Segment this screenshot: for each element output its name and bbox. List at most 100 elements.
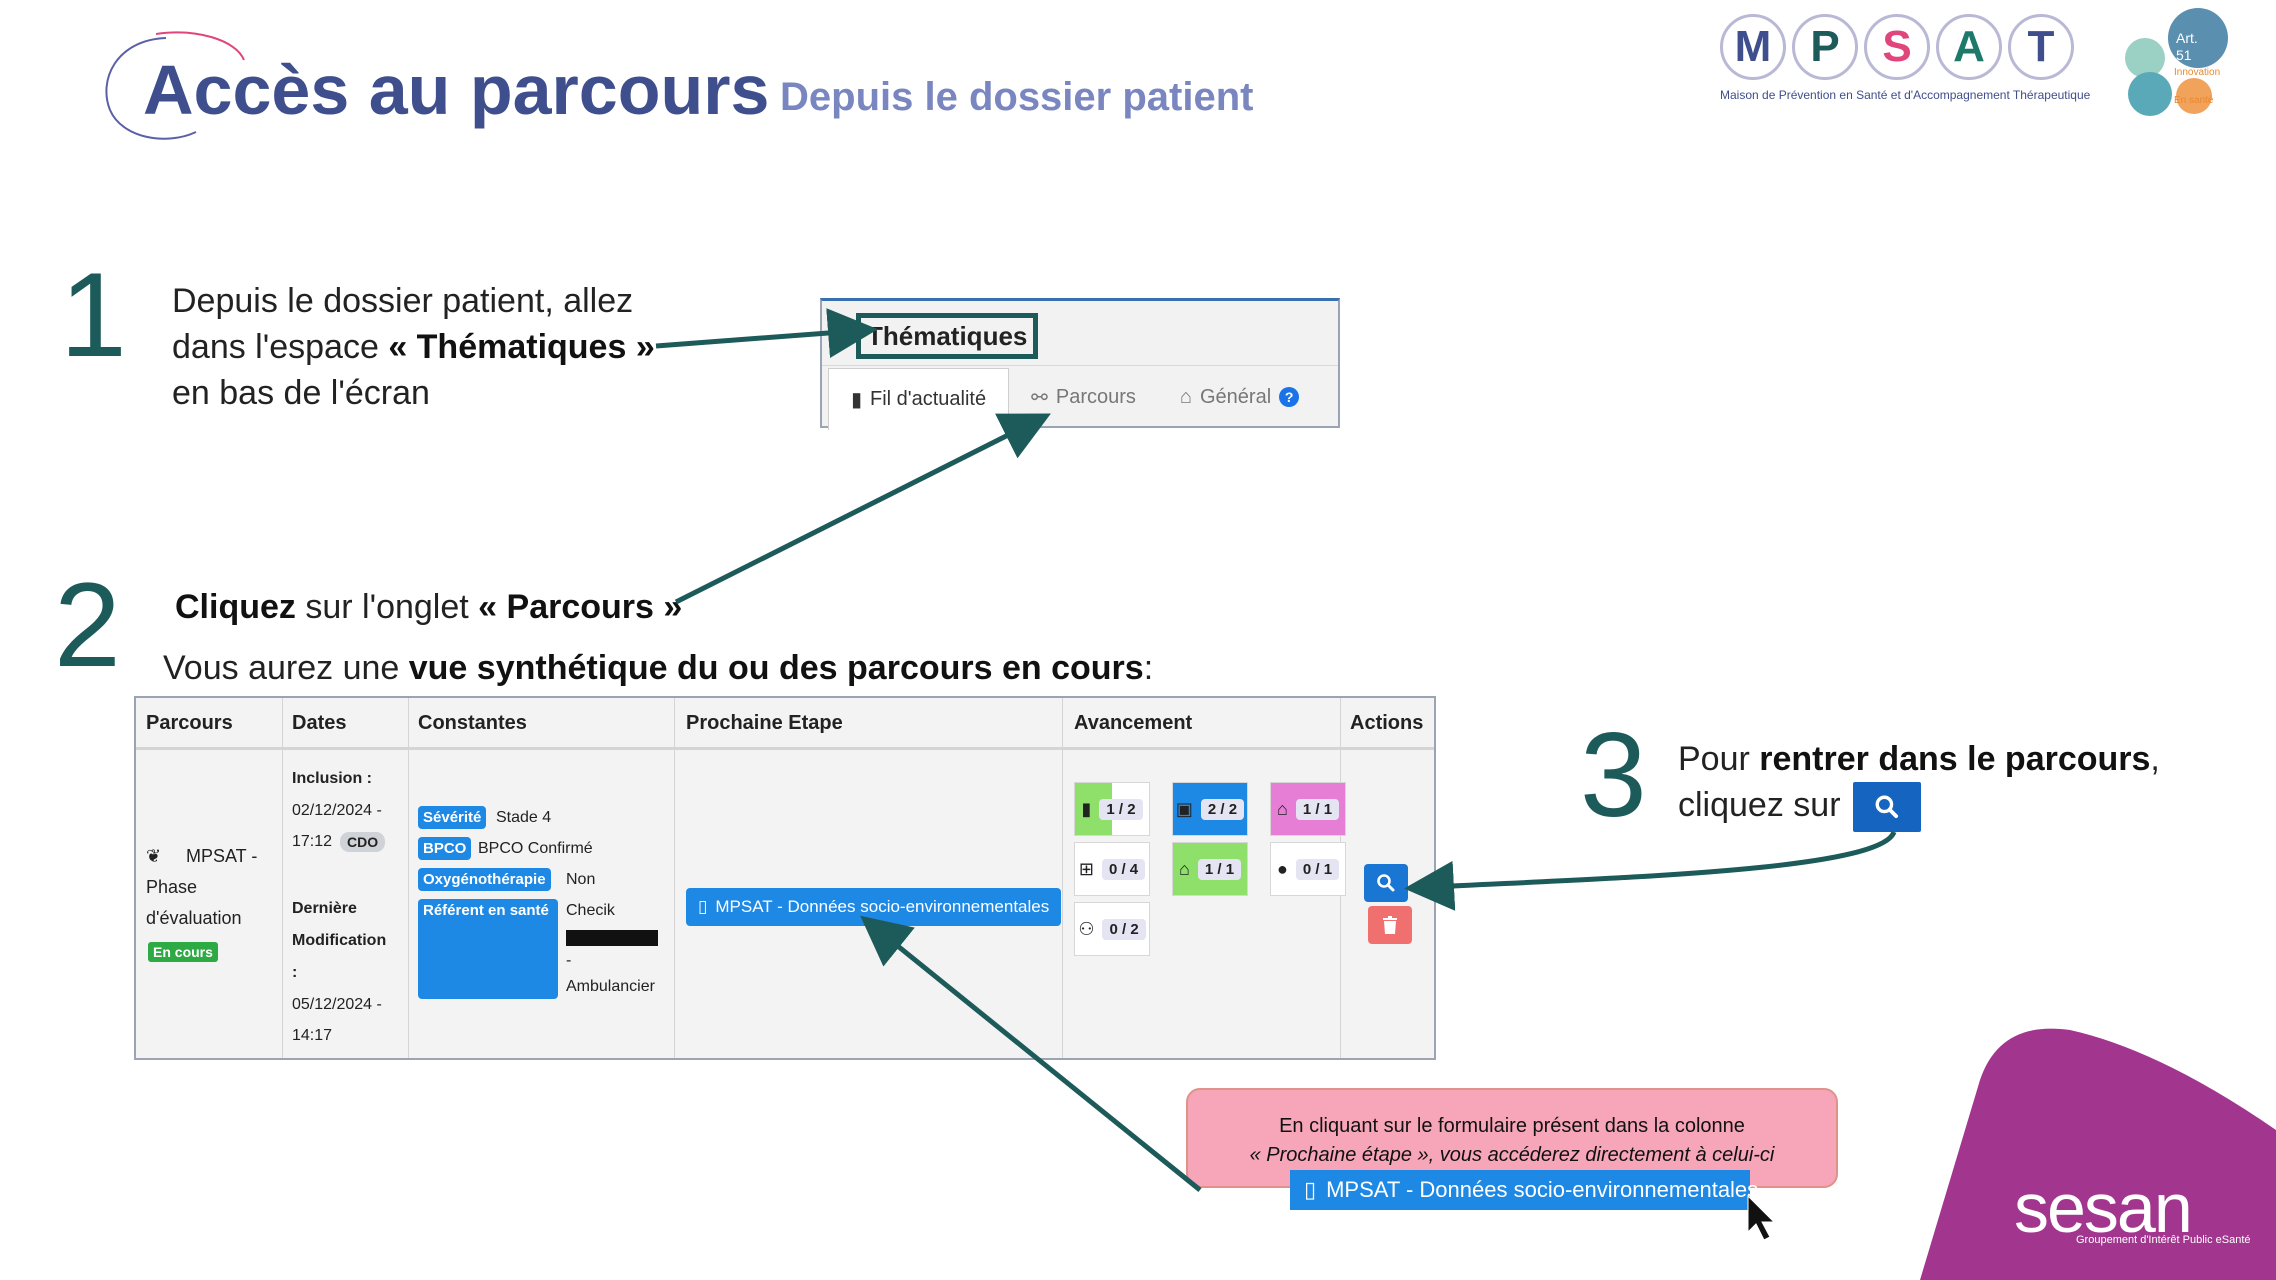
search-button-example[interactable] (1853, 782, 1921, 832)
value-oxygenotherapie: Non (566, 871, 596, 888)
inclusion-date: 02/12/2024 - (292, 802, 382, 819)
tab-parcours[interactable]: ⚯ Parcours (1031, 385, 1136, 409)
inclusion-time: 17:12 (292, 833, 333, 850)
arrow-to-search-button (1404, 830, 1897, 911)
art51-line1: Art. (2176, 30, 2198, 46)
clipboard-icon: ▣ (1175, 798, 1193, 819)
avancement-item[interactable]: ⚇ 0 / 2 (1074, 902, 1150, 956)
modif-label-2: Modification (292, 932, 387, 949)
art51-line2: 51 (2176, 47, 2192, 63)
tab-fil-actualite[interactable]: ▮ Fil d'actualité (828, 368, 1010, 430)
inclusion-label: Inclusion : (292, 770, 372, 787)
step-3-text: Pour rentrer dans le parcours, cliquez s… (1678, 740, 2160, 824)
book-icon: ▮ (851, 389, 863, 411)
open-parcours-button[interactable] (1364, 864, 1408, 902)
help-icon[interactable]: ? (1279, 387, 1300, 407)
avancement-count: 0 / 4 (1101, 858, 1146, 880)
parcours-name-line2: Phase (146, 877, 198, 897)
note-form-button[interactable]: ▯ MPSAT - Données socio-environnementale… (1290, 1170, 1758, 1210)
art51-line3: Innovation (2174, 67, 2221, 78)
value-bpco: BPCO Confirmé (478, 840, 593, 857)
sesan-logo-text: sesan (2014, 1169, 2193, 1247)
step-3-number: 3 (1580, 708, 1647, 842)
th-parcours: Parcours (146, 712, 233, 734)
tag-oxygenotherapie: Oxygénothérapie (418, 868, 551, 891)
value-referent-role: Ambulancier (566, 978, 655, 995)
note-line-2: « Prochaine étape », vous accéderez dire… (1249, 1144, 1775, 1166)
step-2-text: Cliquez sur l'onglet « Parcours » (175, 588, 683, 626)
step-2-subtext: Vous aurez une vue synthétique du ou des… (163, 649, 1154, 687)
th-dates: Dates (292, 712, 347, 734)
avancement-item[interactable]: ▮ 1 / 2 (1074, 782, 1150, 836)
avancement-count: 1 / 1 (1295, 798, 1340, 820)
trash-icon (1383, 916, 1397, 934)
th-prochaine-etape: Prochaine Etape (686, 712, 843, 734)
house-icon: ⌂ (1178, 858, 1190, 879)
th-actions: Actions (1350, 712, 1424, 734)
title-swirl-decoration (105, 31, 245, 140)
medkit-icon: ⊞ (1078, 858, 1094, 879)
art51-logo: Art.51 Innovation En santé (2120, 6, 2250, 121)
thematiques-panel: ⚲ Thématiques ▮ Fil d'actualité ⚯ Parcou… (820, 298, 1340, 430)
mpsat-logo-letter: T (2008, 14, 2074, 80)
page-title: Accès au parcours (143, 51, 770, 129)
status-badge: En cours (148, 942, 218, 962)
redacted-block (566, 930, 658, 946)
sesan-logo-caption: Groupement d'Intérêt Public eSanté (2076, 1234, 2251, 1246)
value-referent-name: Checik (566, 902, 615, 919)
tag-bpco: BPCO (418, 837, 472, 860)
avancement-count: 0 / 1 (1295, 858, 1340, 880)
parcours-name-line1: MPSAT - (186, 846, 258, 866)
note-line-1: En cliquant sur le formulaire présent da… (1279, 1115, 1745, 1137)
book-icon: ▮ (1081, 798, 1092, 819)
modif-time: 14:17 (292, 1027, 333, 1044)
page-subtitle: Depuis le dossier patient (780, 75, 1254, 119)
sesan-corner-shape (1920, 1028, 2276, 1280)
step-1-number: 1 (60, 248, 127, 382)
parcours-table: Parcours Dates Constantes Prochaine Etap… (134, 696, 1436, 1060)
tab-general[interactable]: ⌂ Général ? (1158, 366, 1321, 428)
modif-label-3: : (292, 964, 298, 981)
value-severite: Stade 4 (496, 809, 552, 826)
table-header-row (136, 698, 1434, 750)
tag-referent-sante: Référent en santé (418, 899, 558, 999)
document-icon: ▯ (1304, 1177, 1317, 1202)
avancement-count: 2 / 2 (1200, 798, 1245, 820)
avancement-item[interactable]: ⊞ 0 / 4 (1074, 842, 1150, 896)
thematiques-heading[interactable]: Thématiques (856, 313, 1039, 359)
avancement-item[interactable]: ⌂ 1 / 1 (1270, 782, 1346, 836)
thematiques-tabs: ▮ Fil d'actualité ⚯ Parcours ⌂ Général ? (822, 365, 1338, 430)
art51-line4: En santé (2174, 95, 2214, 106)
document-icon: ▯ (698, 897, 708, 916)
avancement-count: 1 / 1 (1197, 858, 1242, 880)
search-icon (1875, 795, 1899, 819)
avancement-item[interactable]: ⌂ 1 / 1 (1172, 842, 1248, 896)
avancement-count: 0 / 2 (1102, 918, 1146, 940)
value-referent-sep: - (566, 952, 572, 969)
avancement-item[interactable]: ▣ 2 / 2 (1172, 782, 1248, 836)
avancement-item[interactable]: ●0 / 1 (1270, 842, 1346, 896)
delete-parcours-button[interactable] (1368, 906, 1412, 944)
mpsat-logo-letter: P (1792, 14, 1858, 80)
th-avancement: Avancement (1074, 712, 1193, 734)
modif-label-1: Dernière (292, 900, 357, 917)
home-icon: ⌂ (1179, 385, 1192, 408)
mouse-cursor-icon (1747, 1194, 1776, 1241)
th-constantes: Constantes (418, 712, 527, 734)
mpsat-logo-letter: S (1864, 14, 1930, 80)
mpsat-logo-letter: A (1936, 14, 2002, 80)
mpsat-logo-letter: M (1720, 14, 1786, 80)
mpsat-logo-caption: Maison de Prévention en Santé et d'Accom… (1720, 88, 2091, 102)
arrow-to-next-step (860, 915, 1202, 1192)
avancement-count: 1 / 2 (1099, 798, 1143, 820)
arrow-to-thematiques (655, 308, 878, 358)
lungs-icon: ❦ (146, 846, 162, 866)
users-icon: ⚇ (1078, 918, 1095, 939)
house-icon: ⌂ (1276, 798, 1288, 819)
modif-date: 05/12/2024 - (292, 996, 382, 1013)
cdo-badge: CDO (340, 832, 386, 852)
tag-severite: Sévérité (418, 806, 487, 829)
step-1-text: Depuis le dossier patient, allez dans l'… (172, 282, 655, 412)
arrow-to-parcours-tab (674, 413, 1051, 605)
